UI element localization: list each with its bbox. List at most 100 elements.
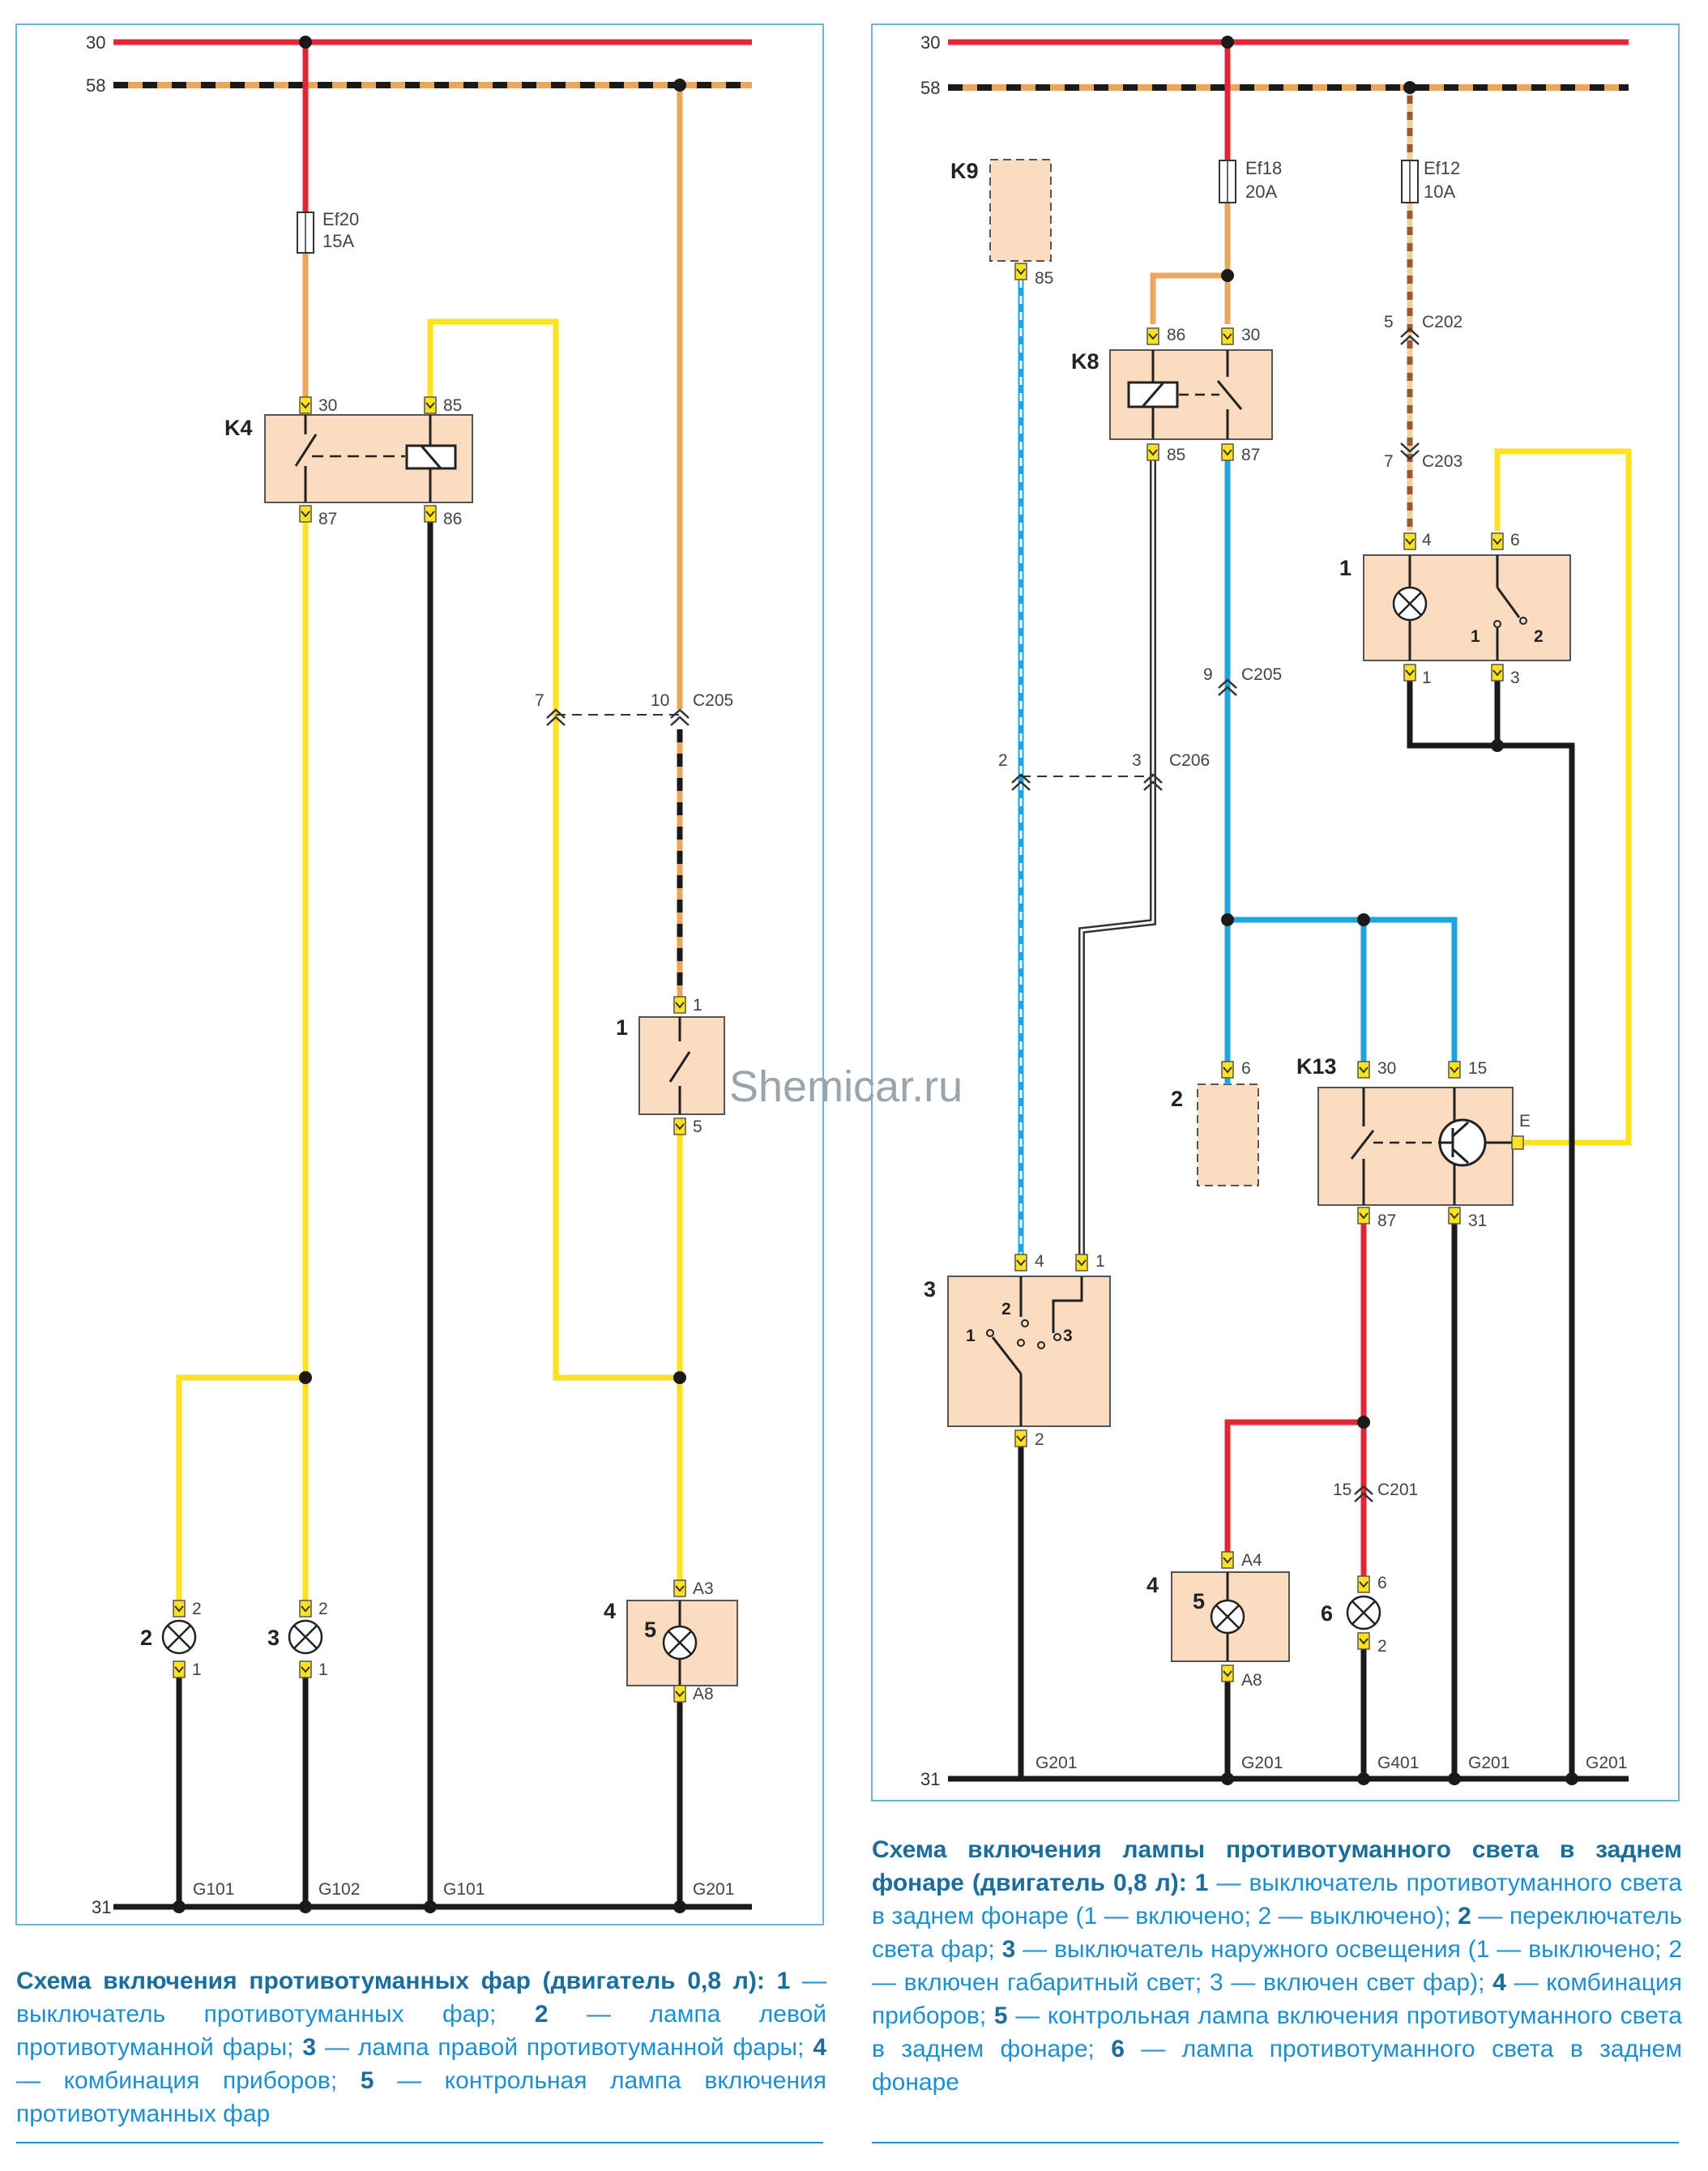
pin-label: A8 bbox=[1241, 1671, 1262, 1690]
position-label: 2 bbox=[1001, 1300, 1011, 1318]
right-caption: Схема включения лампы противотуманного с… bbox=[872, 1833, 1682, 2099]
pin-label: 4 bbox=[1035, 1252, 1044, 1271]
wire-blue-k13-15 bbox=[1228, 917, 1458, 1066]
pin-label: 2 bbox=[318, 1600, 328, 1618]
caption-item: 6 — лампа противотуманного света в задне… bbox=[872, 2036, 1682, 2096]
pin-label: 87 bbox=[1241, 446, 1260, 464]
pin-label: 15 bbox=[1468, 1059, 1487, 1078]
caption-item: 3 — выключатель наружного освещения (1 —… bbox=[872, 1936, 1682, 1996]
wire-yellow-k4-85 bbox=[427, 318, 680, 1381]
relay-k4-name: K4 bbox=[224, 416, 253, 440]
caption-item: 5 — контрольная лампа включения противот… bbox=[16, 2067, 827, 2127]
relay-k8-contact bbox=[1216, 350, 1243, 439]
relay-k9-name: K9 bbox=[950, 159, 979, 183]
left-caption: Схема включения противотуманных фар (дви… bbox=[16, 1964, 826, 2130]
wire-red-cluster bbox=[1224, 1419, 1364, 1556]
position-label: 3 bbox=[1063, 1327, 1073, 1345]
pin-label: 86 bbox=[1167, 326, 1185, 344]
right-diagram: 30 58 31 bbox=[920, 32, 1632, 1789]
exterior-light-switch bbox=[947, 1276, 1111, 1427]
pin-label: 5 bbox=[1384, 313, 1394, 331]
fuse-ef20-name: Ef20 bbox=[322, 209, 359, 229]
junction-dot bbox=[673, 79, 686, 92]
rear-fog-lamp bbox=[1346, 1595, 1381, 1630]
headlight-switch bbox=[1197, 1083, 1259, 1186]
exterior-light-switch-contact bbox=[991, 1336, 1023, 1426]
cluster-name: 4 bbox=[604, 1599, 616, 1623]
cluster-lamp-name: 5 bbox=[644, 1618, 656, 1642]
caption-item: 3 — лампа правой противотуманной фары; bbox=[302, 2034, 805, 2061]
pin-label: A3 bbox=[693, 1579, 714, 1598]
left-caption-rule bbox=[16, 2142, 823, 2143]
pin-label: 85 bbox=[443, 396, 462, 415]
right-fog-lamp bbox=[288, 1619, 323, 1655]
connector-c203-name: C203 bbox=[1422, 452, 1462, 471]
pin-label: A8 bbox=[693, 1685, 714, 1703]
pin-label: 10 bbox=[651, 691, 669, 710]
wire-orange-k8-86 bbox=[1150, 272, 1228, 324]
right-caption-title: Схема включения лампы противотуманного с… bbox=[872, 1836, 1682, 1896]
connector-c205-name: C205 bbox=[693, 691, 733, 710]
right-bus-31-label: 31 bbox=[920, 1769, 940, 1789]
right-bus-58-label: 58 bbox=[920, 78, 940, 98]
junction-dot bbox=[424, 1900, 437, 1913]
position-label: 1 bbox=[1471, 627, 1480, 646]
pin-label: 5 bbox=[693, 1118, 702, 1136]
fuse-ef18-name: Ef18 bbox=[1245, 158, 1282, 178]
right-caption-rule bbox=[872, 2142, 1679, 2143]
connector-c206-name: C206 bbox=[1169, 751, 1210, 770]
relay-k4-contact bbox=[294, 434, 318, 467]
pin-label: 85 bbox=[1035, 269, 1053, 288]
relay-k8-name: K8 bbox=[1071, 349, 1100, 374]
pin-label: 86 bbox=[443, 510, 462, 528]
left-frame bbox=[15, 24, 824, 1925]
pin-label: 9 bbox=[1203, 665, 1213, 684]
pin-label: A4 bbox=[1241, 1551, 1262, 1570]
relay-k13-contact bbox=[1350, 1088, 1375, 1205]
ground-label: G102 bbox=[318, 1880, 360, 1899]
connector-c205-name: C205 bbox=[1241, 665, 1282, 684]
ground-label: G101 bbox=[193, 1880, 234, 1899]
ground-label: G101 bbox=[443, 1880, 485, 1899]
ground-label: G201 bbox=[1241, 1754, 1283, 1772]
pin-label: 7 bbox=[535, 691, 544, 710]
switch-name: 1 bbox=[616, 1015, 628, 1040]
fuse-ef12-name: Ef12 bbox=[1424, 158, 1460, 178]
pin-label: 1 bbox=[1422, 669, 1432, 687]
junction-dot bbox=[173, 1900, 186, 1913]
pin-label: 30 bbox=[1241, 326, 1260, 344]
junction-dot bbox=[299, 1371, 312, 1384]
caption-item: 1 — выключатель противотуманного света в… bbox=[872, 1870, 1682, 1930]
caption-item: 4 — комбинация приборов; bbox=[16, 2034, 827, 2094]
position-label: 2 bbox=[1534, 627, 1544, 646]
left-bus-58-label: 58 bbox=[86, 75, 105, 96]
fuse-ef20-rating: 15A bbox=[322, 231, 354, 251]
left-fog-lamp bbox=[161, 1619, 197, 1655]
pin-label: 30 bbox=[318, 396, 337, 415]
pin-label: 6 bbox=[1377, 1574, 1387, 1592]
wire-white-k8-85 bbox=[1078, 454, 1156, 1256]
rear-fog-switch-contact bbox=[1496, 555, 1521, 660]
rear-fog-indicator-lamp bbox=[1210, 1599, 1245, 1635]
switch-name: 1 bbox=[1339, 556, 1351, 580]
component-name: 2 bbox=[1171, 1087, 1183, 1111]
pin-label: 30 bbox=[1377, 1059, 1396, 1078]
left-caption-title: Схема включения противотуманных фар (дви… bbox=[16, 1968, 765, 1994]
pin-label: 3 bbox=[1510, 669, 1520, 687]
switch-contact bbox=[668, 1051, 691, 1083]
pin-label: 2 bbox=[998, 751, 1008, 770]
left-diagram: 30 58 31 Ef20 15A bbox=[86, 32, 752, 1917]
pin-label: 2 bbox=[1377, 1637, 1387, 1656]
pin-label: 2 bbox=[192, 1600, 202, 1618]
pin-label: 1 bbox=[693, 996, 702, 1015]
junction-dot bbox=[299, 36, 312, 49]
ground-label: G401 bbox=[1377, 1754, 1419, 1772]
pin-label: 2 bbox=[1035, 1430, 1044, 1449]
pin-label: 4 bbox=[1422, 531, 1432, 549]
caption-item: 2 — лампа левой противотуманной фары; bbox=[16, 2001, 827, 2061]
pin-label: 15 bbox=[1333, 1481, 1351, 1499]
watermark: Shemicar.ru bbox=[729, 1062, 963, 1111]
lamp-name: 2 bbox=[140, 1626, 152, 1650]
fog-indicator-lamp bbox=[662, 1625, 698, 1660]
caption-item: 4 — комбинация приборов; bbox=[872, 1969, 1682, 2029]
